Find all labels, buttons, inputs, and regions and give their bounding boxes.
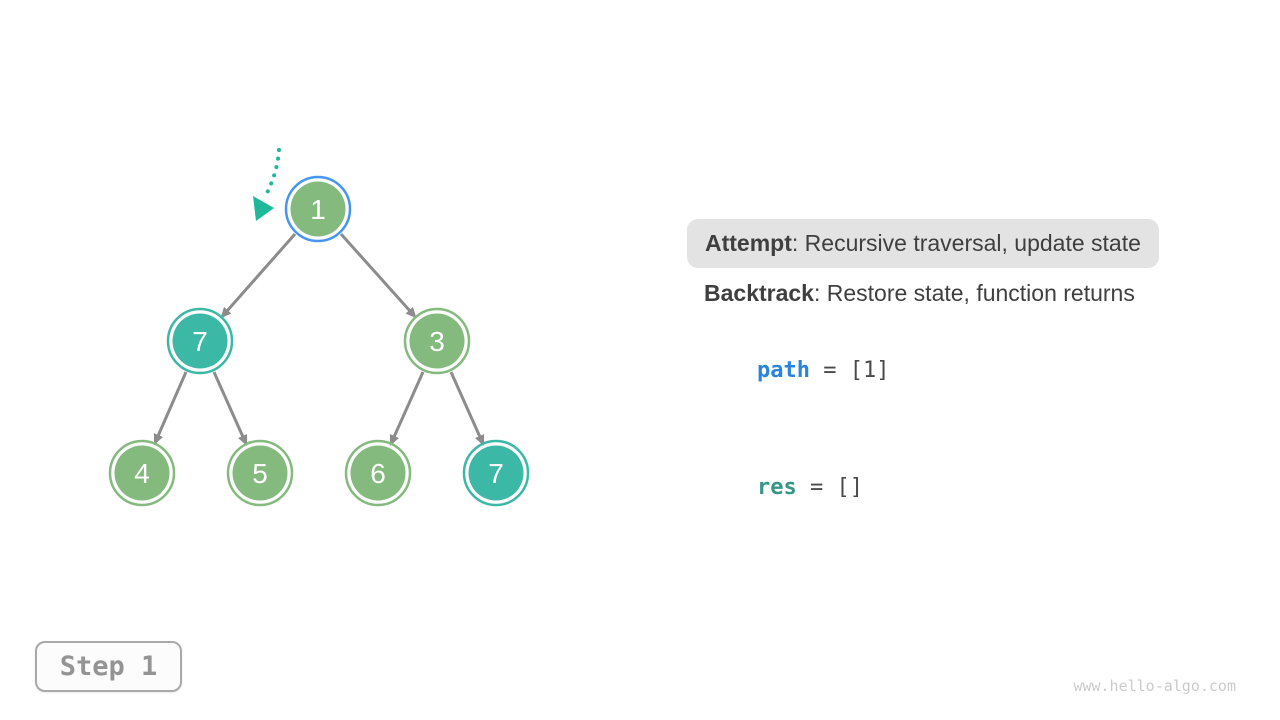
tree-node: 7 (166, 307, 234, 375)
node-value: 6 (370, 458, 386, 489)
attempt-text: : Recursive traversal, update state (791, 230, 1141, 256)
tree-node-current: 1 (284, 175, 352, 243)
tree-node: 3 (403, 307, 471, 375)
node-value: 7 (192, 326, 208, 357)
tree-edge (212, 371, 248, 447)
attempt-label: Attempt (705, 230, 792, 256)
tree-edge (153, 371, 188, 446)
step-badge: Step 1 (35, 641, 182, 692)
node-value: 1 (310, 194, 326, 225)
res-variable-value: = [] (796, 475, 863, 500)
res-variable-name: res (756, 475, 797, 500)
path-variable: path = [1] (704, 333, 889, 408)
tree-edge (220, 233, 297, 319)
tree-node: 4 (108, 439, 176, 507)
binary-tree-diagram: 1 7 3 4 5 6 7 (108, 148, 530, 507)
tree-node: 7 (462, 439, 530, 507)
watermark: www.hello-algo.com (1073, 677, 1236, 695)
path-variable-value: = [1] (809, 358, 890, 383)
tree-edge (449, 371, 485, 447)
res-variable: res = [] (704, 450, 863, 525)
node-value: 3 (429, 326, 445, 357)
step-badge-label: Step 1 (59, 651, 158, 682)
node-value: 5 (252, 458, 268, 489)
path-variable-name: path (756, 358, 810, 383)
tree-edge (339, 232, 417, 319)
attempt-legend: Attempt: Recursive traversal, update sta… (687, 219, 1159, 268)
dotted-arrow-pointer-icon (253, 148, 281, 221)
tree-node: 5 (226, 439, 294, 507)
tree-edge (389, 371, 425, 447)
backtrack-legend: Backtrack: Restore state, function retur… (704, 280, 1135, 307)
node-value: 7 (488, 458, 504, 489)
backtrack-text: : Restore state, function returns (813, 280, 1135, 306)
backtrack-label: Backtrack (704, 280, 814, 306)
tree-node: 6 (344, 439, 412, 507)
node-value: 4 (134, 458, 150, 489)
tree-edges (153, 232, 485, 447)
